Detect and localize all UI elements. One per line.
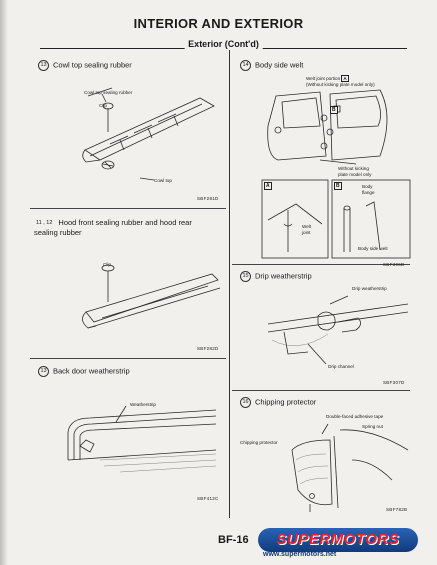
watermark-logo: SUPERMOTORS [258,528,418,552]
figure-code: SBF782B [386,507,408,512]
drip-weatherstrip-figure [267,295,409,365]
item-number: 14 [240,60,251,71]
cowl-top-figure [82,87,215,181]
figure-code: SBF281D [197,196,219,201]
figure-code: SBF412C [197,496,219,501]
body-side-welt-figure [267,89,388,165]
detail-b-label: B [334,182,342,190]
figure-code: SBF306D [383,262,405,267]
item-number: 13 [38,366,49,377]
item-number: 13 [38,60,49,71]
chipping-protector-figure [291,423,409,512]
separator [30,208,226,209]
item-number: 15 [240,271,251,282]
scan-edge-shadow [0,0,8,565]
section-subtitle: Exterior (Cont'd) [184,39,263,49]
figure-label: Clip [103,262,111,267]
figure-code: SBF307D [383,380,405,385]
back-door-figure [67,405,217,473]
item-number: 16 [240,397,251,408]
item-number: 11 , 12 [36,219,53,226]
hood-sealing-figure [82,264,221,329]
figure-label: Drip weatherstrip [352,286,387,291]
figure-label: Body side welt [358,246,388,251]
separator [232,264,410,265]
figure-label: Cowl top [154,178,172,183]
watermark-url: www.supermotors.net [263,551,337,558]
figure-code: SBF282D [197,346,219,351]
page-title: INTERIOR AND EXTERIOR [133,16,304,31]
section-header: Exterior (Cont'd) [40,38,407,52]
figure-label: Spring nut [362,424,383,429]
separator [30,358,226,359]
figure-label: Welt joint portion A (Without kicking pl… [306,75,375,87]
figure-label: Double-faced adhesive tape [326,414,384,419]
separator [232,390,410,391]
detail-a-label: A [264,182,272,190]
figure-label: Drip channel [328,364,354,369]
page-number: BF-16 [218,534,249,546]
figure-label: Chipping protector [240,440,278,445]
column-divider [229,50,230,518]
body-side-welt-detail-figure [261,179,411,259]
figure-label: Weatherstrip [130,402,156,407]
callout-b: B [330,106,338,114]
figure-label: Cowl top sealing rubber [84,90,133,95]
